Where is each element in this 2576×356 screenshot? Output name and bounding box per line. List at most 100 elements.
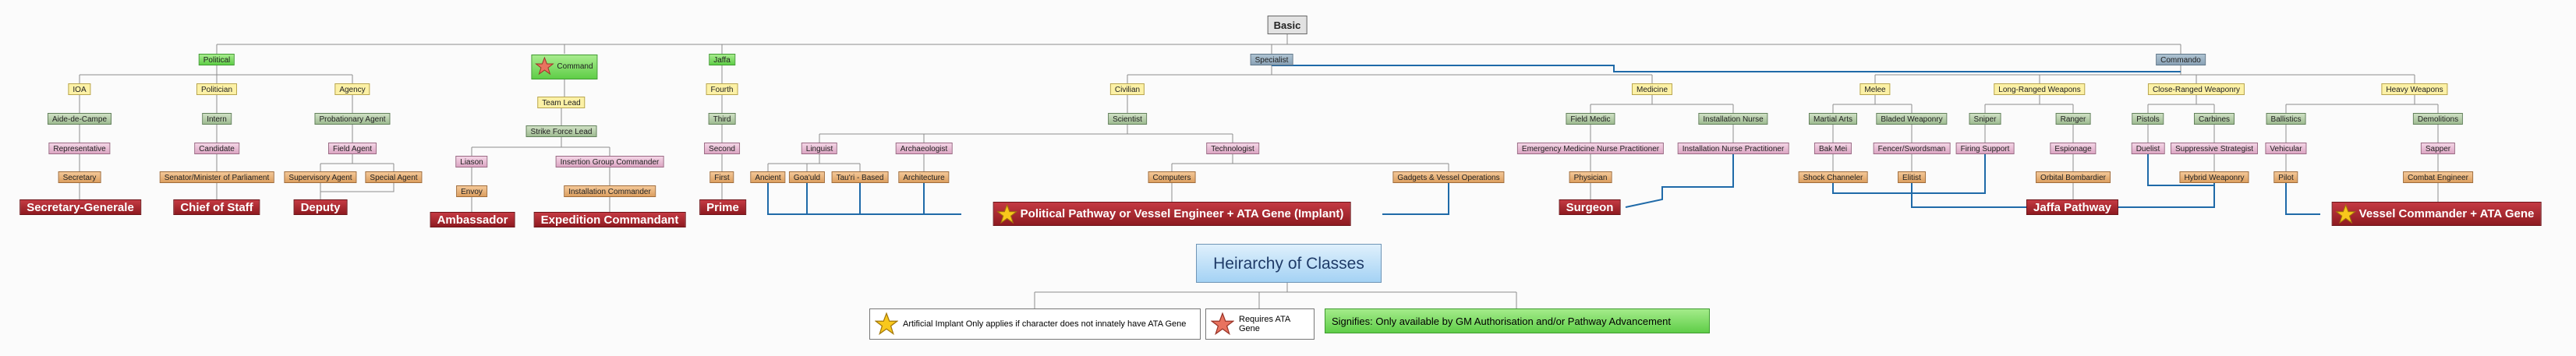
yellow-star-icon xyxy=(875,312,898,336)
node-technologist[interactable]: Technologist xyxy=(1206,143,1259,154)
node-martial-arts[interactable]: Martial Arts xyxy=(1808,113,1858,125)
page-title: Heirarchy of Classes xyxy=(1196,244,1382,283)
node-bladed-weaponry[interactable]: Bladed Weaponry xyxy=(1876,113,1948,125)
node-civilian[interactable]: Civilian xyxy=(1109,83,1145,95)
node-ballistics[interactable]: Ballistics xyxy=(2266,113,2306,125)
node-ancient[interactable]: Ancient xyxy=(750,171,786,183)
node-fencer[interactable]: Fencer/Swordsman xyxy=(1873,143,1951,154)
node-intern[interactable]: Intern xyxy=(202,113,232,125)
capstone-prime[interactable]: Prime xyxy=(699,199,746,215)
node-bak-mei[interactable]: Bak Mei xyxy=(1813,143,1852,154)
capstone-surgeon[interactable]: Surgeon xyxy=(1559,199,1621,215)
capstone-political-pathway-label: Political Pathway or Vessel Engineer + A… xyxy=(1020,207,1344,220)
node-emergency-nurse[interactable]: Emergency Medicine Nurse Practitioner xyxy=(1516,143,1665,154)
node-ioa[interactable]: IOA xyxy=(68,83,91,95)
node-team-lead[interactable]: Team Lead xyxy=(537,97,586,108)
node-liason[interactable]: Liason xyxy=(455,156,488,167)
legend-green: Signifies: Only available by GM Authoris… xyxy=(1325,308,1710,333)
node-physician[interactable]: Physician xyxy=(1569,171,1612,183)
node-probationary-agent[interactable]: Probationary Agent xyxy=(314,113,391,125)
node-sapper[interactable]: Sapper xyxy=(2420,143,2456,154)
connector xyxy=(1832,183,1912,194)
capstone-deputy[interactable]: Deputy xyxy=(293,199,348,215)
node-fourth[interactable]: Fourth xyxy=(706,83,738,95)
node-goauld[interactable]: Goa'uld xyxy=(788,171,826,183)
yellow-star-icon xyxy=(2335,204,2356,224)
node-ranger[interactable]: Ranger xyxy=(2055,113,2091,125)
capstone-chief-of-staff[interactable]: Chief of Staff xyxy=(173,199,260,215)
capstone-political-pathway[interactable]: Political Pathway or Vessel Engineer + A… xyxy=(993,202,1351,226)
node-long-ranged[interactable]: Long-Ranged Weapons xyxy=(1994,83,2086,95)
node-secretary[interactable]: Secretary xyxy=(58,171,101,183)
node-specialist[interactable]: Specialist xyxy=(1250,54,1293,65)
capstone-vessel-commander[interactable]: Vessel Commander + ATA Gene xyxy=(2331,202,2542,226)
node-carbines[interactable]: Carbines xyxy=(2193,113,2235,125)
capstone-vessel-commander-label: Vessel Commander + ATA Gene xyxy=(2358,207,2535,220)
legend-yellow-star: Artificial Implant Only applies if chara… xyxy=(869,308,1201,340)
node-architecture[interactable]: Architecture xyxy=(898,171,950,183)
red-star-icon xyxy=(1211,312,1234,336)
node-computers[interactable]: Computers xyxy=(1148,171,1196,183)
node-candidate[interactable]: Candidate xyxy=(194,143,239,154)
node-linguist[interactable]: Linguist xyxy=(801,143,838,154)
node-first[interactable]: First xyxy=(709,171,734,183)
node-political[interactable]: Political xyxy=(198,54,235,65)
node-agency[interactable]: Agency xyxy=(334,83,370,95)
node-demolitions[interactable]: Demolitions xyxy=(2412,113,2464,125)
node-archaeologist[interactable]: Archaeologist xyxy=(895,143,953,154)
node-special-agent[interactable]: Special Agent xyxy=(365,171,423,183)
connector xyxy=(320,183,395,192)
node-installation-nurse[interactable]: Installation Nurse xyxy=(1698,113,1768,125)
connector xyxy=(767,183,961,215)
node-aide-de-campe[interactable]: Aide-de-Campe xyxy=(47,113,112,125)
capstone-ambassador[interactable]: Ambassador xyxy=(430,212,515,227)
node-field-agent[interactable]: Field Agent xyxy=(327,143,377,154)
red-star-icon xyxy=(535,57,554,76)
node-strike-force-lead[interactable]: Strike Force Lead xyxy=(525,125,597,137)
node-melee[interactable]: Melee xyxy=(1859,83,1891,95)
connector xyxy=(1625,154,1734,208)
node-gadgets[interactable]: Gadgets & Vessel Operations xyxy=(1392,171,1505,183)
node-sniper[interactable]: Sniper xyxy=(1969,113,2001,125)
node-scientist[interactable]: Scientist xyxy=(1108,113,1147,125)
node-senator[interactable]: Senator/Minister of Parliament xyxy=(159,171,274,183)
capstone-secretary-generale[interactable]: Secretary-Generale xyxy=(19,199,141,215)
node-third[interactable]: Third xyxy=(708,113,736,125)
node-espionage[interactable]: Espionage xyxy=(2050,143,2097,154)
node-medicine[interactable]: Medicine xyxy=(1631,83,1673,95)
node-representative[interactable]: Representative xyxy=(48,143,111,154)
node-installation-commander[interactable]: Installation Commander xyxy=(564,185,656,197)
node-close-ranged[interactable]: Close-Ranged Weaponry xyxy=(2147,83,2245,95)
node-hybrid-weaponry[interactable]: Hybrid Weaponry xyxy=(2179,171,2249,183)
node-insertion-group-commander[interactable]: Insertion Group Commander xyxy=(555,156,664,167)
connector xyxy=(1272,65,2181,72)
node-envoy[interactable]: Envoy xyxy=(456,185,487,197)
node-pilot[interactable]: Pilot xyxy=(2273,171,2298,183)
node-vehicular[interactable]: Vehicular xyxy=(2265,143,2307,154)
node-commando[interactable]: Commando xyxy=(2156,54,2206,65)
node-shock-channeler[interactable]: Shock Channeler xyxy=(1798,171,1868,183)
node-firing-support[interactable]: Firing Support xyxy=(1955,143,2015,154)
node-politician[interactable]: Politician xyxy=(196,83,238,95)
node-orbital-bombardier[interactable]: Orbital Bombardier xyxy=(2036,171,2111,183)
node-suppressive-strategist[interactable]: Suppressive Strategist xyxy=(2170,143,2259,154)
node-heavy-weapons[interactable]: Heavy Weapons xyxy=(2381,83,2448,95)
node-duelist[interactable]: Duelist xyxy=(2131,143,2165,154)
connector xyxy=(2285,183,2320,215)
node-combat-engineer[interactable]: Combat Engineer xyxy=(2403,171,2473,183)
node-supervisory-agent[interactable]: Supervisory Agent xyxy=(284,171,357,183)
capstone-jaffa-pathway[interactable]: Jaffa Pathway xyxy=(2026,199,2119,215)
node-field-medic[interactable]: Field Medic xyxy=(1566,113,1615,125)
node-pistols[interactable]: Pistols xyxy=(2132,113,2164,125)
node-basic[interactable]: Basic xyxy=(1267,16,1307,34)
node-jaffa[interactable]: Jaffa xyxy=(709,54,735,65)
node-installation-nurse-practitioner[interactable]: Installation Nurse Practitioner xyxy=(1677,143,1789,154)
node-elitist[interactable]: Elitist xyxy=(1898,171,1926,183)
node-tauri-based[interactable]: Tau'ri - Based xyxy=(831,171,889,183)
node-command[interactable]: Command xyxy=(531,55,598,79)
legend-red-star-text: Requires ATA Gene xyxy=(1239,315,1290,333)
node-second[interactable]: Second xyxy=(704,143,740,154)
yellow-star-icon xyxy=(996,204,1017,224)
capstone-expedition-commandant[interactable]: Expedition Commandant xyxy=(533,212,686,227)
